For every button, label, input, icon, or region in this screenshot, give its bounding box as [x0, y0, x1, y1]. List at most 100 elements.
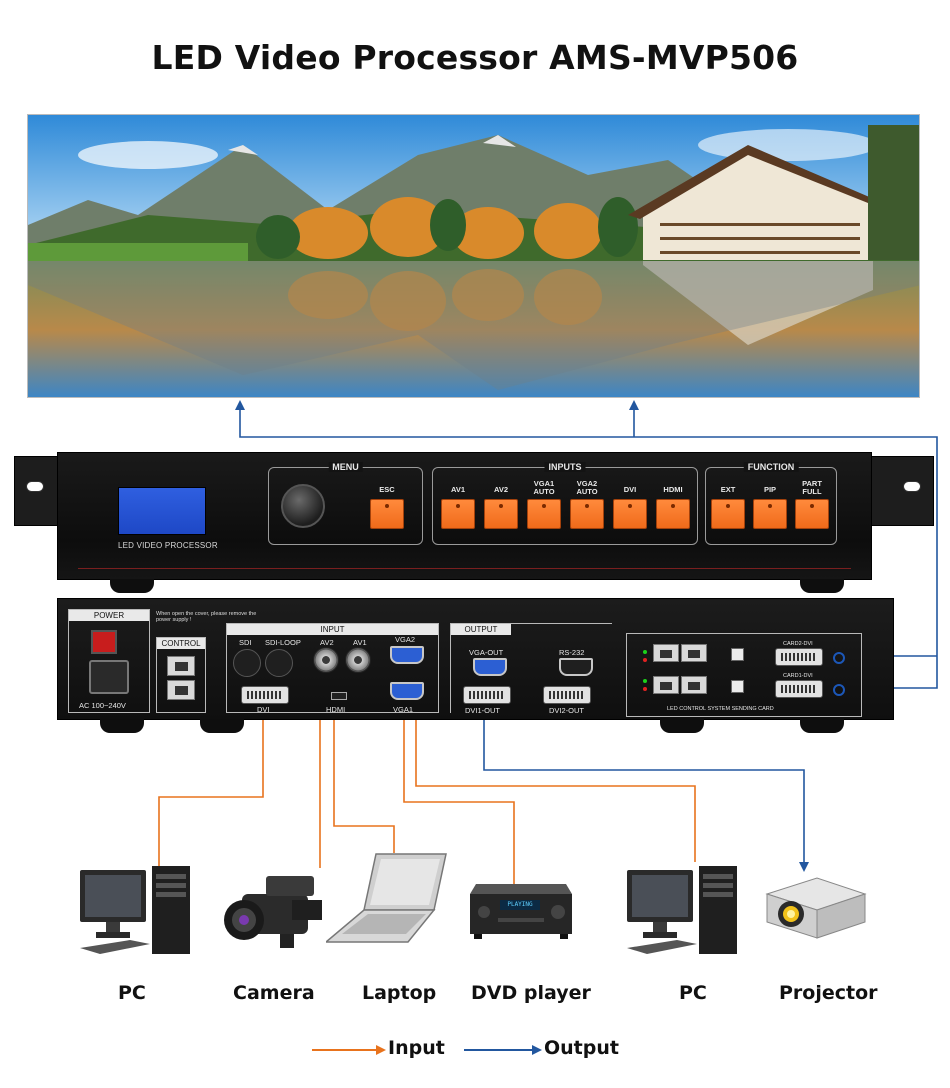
pip-button[interactable] — [753, 499, 787, 529]
dvd-player-icon: PLAYING — [470, 884, 572, 945]
ac-power-socket[interactable] — [89, 660, 129, 694]
legend-input-arrow — [312, 1045, 386, 1055]
vga1-port[interactable] — [390, 682, 424, 700]
card2-dvi-port[interactable] — [775, 648, 823, 666]
pc-right-icon — [627, 866, 742, 963]
camera-icon — [222, 868, 332, 961]
vga1-auto-button[interactable] — [527, 499, 561, 529]
av2-port-label: AV2 — [320, 638, 334, 647]
pc-left-label: PC — [118, 982, 146, 1004]
sdi-port[interactable] — [233, 649, 261, 677]
card2-dvi-label: CARD2-DVI — [783, 641, 813, 647]
input-title: INPUT — [227, 624, 438, 635]
dvi1-out-label: DVI1-OUT — [465, 706, 501, 715]
lcd-display — [118, 487, 206, 535]
sending-card-section: CARD2-DVI CARD1-DVI LED CONTROL SYSTEM S… — [626, 633, 862, 717]
card2-connection-marker — [833, 652, 845, 664]
inputs-title: INPUTS — [544, 462, 586, 472]
front-panel: LED VIDEO PROCESSOR MENU ESC INPUTS AV1 … — [57, 452, 872, 580]
rack-ear-right — [870, 456, 934, 526]
av2-label: AV2 — [493, 485, 509, 494]
card2-ethernet-port-2[interactable] — [681, 644, 707, 662]
dvi-input-port[interactable] — [241, 686, 289, 704]
output-title: OUTPUT — [451, 624, 511, 635]
sdi-loop-port[interactable] — [265, 649, 293, 677]
av1-bnc-port[interactable] — [345, 647, 371, 673]
menu-title: MENU — [328, 462, 363, 472]
pip-label: PIP — [763, 485, 777, 494]
inputs-group: INPUTS AV1 AV2 VGA1 AUTO VGA2 AUTO DVI H… — [432, 462, 698, 545]
status-led — [643, 687, 647, 691]
input-section: INPUT SDI SDI-LOOP AV2 AV1 VGA2 DVI HDMI… — [226, 623, 439, 714]
esc-label: ESC — [379, 485, 395, 494]
laptop-icon — [323, 852, 456, 949]
av1-button[interactable] — [441, 499, 475, 529]
rack-hole — [903, 481, 921, 492]
hdmi-button[interactable] — [656, 499, 690, 529]
rs232-label: RS-232 — [559, 648, 585, 657]
card1-ethernet-port-1[interactable] — [653, 676, 679, 694]
rear-foot — [100, 719, 144, 733]
pc-left-icon — [80, 866, 195, 963]
part-full-button[interactable] — [795, 499, 829, 529]
control-port-upper[interactable] — [167, 656, 195, 676]
dvi2-out-port[interactable] — [543, 686, 591, 704]
dvd-player-label: DVD player — [471, 982, 591, 1004]
vga-out-label: VGA-OUT — [469, 648, 504, 657]
status-led — [643, 650, 647, 654]
pc-right-label: PC — [679, 982, 707, 1004]
menu-knob[interactable] — [281, 484, 325, 528]
card1-connection-marker — [833, 684, 845, 696]
laptop-label: Laptop — [362, 982, 437, 1004]
rear-foot — [200, 719, 244, 733]
lcd-caption: LED VIDEO PROCESSOR — [118, 541, 218, 550]
vga1-auto-label: VGA1 AUTO — [533, 479, 555, 496]
ext-label: EXT — [720, 485, 736, 494]
esc-button[interactable] — [370, 499, 404, 529]
hdmi-port-label: HDMI — [326, 705, 346, 714]
dvi2-out-label: DVI2-OUT — [549, 706, 585, 715]
card1-ethernet-port-2[interactable] — [681, 676, 707, 694]
card1-dvi-port[interactable] — [775, 680, 823, 698]
hdmi-label: HDMI — [663, 485, 683, 494]
rear-panel: POWER AC 100~240V CONTROL When open the … — [57, 598, 894, 720]
page-title: LED Video Processor AMS-MVP506 — [151, 38, 799, 77]
av1-label: AV1 — [450, 485, 466, 494]
dvi-button[interactable] — [613, 499, 647, 529]
ext-button[interactable] — [711, 499, 745, 529]
card1-dvi-label: CARD1-DVI — [783, 673, 813, 679]
projector-label: Projector — [779, 982, 878, 1004]
projector-icon — [757, 874, 867, 949]
vga2-port[interactable] — [390, 646, 424, 664]
rack-ear-left — [14, 456, 59, 526]
dvi-label: DVI — [623, 485, 637, 494]
hdmi-port[interactable] — [331, 692, 347, 700]
dvi1-out-port[interactable] — [463, 686, 511, 704]
av2-bnc-port[interactable] — [313, 647, 339, 673]
function-title: FUNCTION — [743, 462, 799, 472]
dvd-display-text: PLAYING — [507, 901, 533, 908]
status-led — [643, 658, 647, 662]
control-section: CONTROL — [156, 637, 206, 713]
rs232-port[interactable] — [559, 658, 593, 676]
vga-out-port[interactable] — [473, 658, 507, 676]
sdi-label: SDI — [239, 638, 252, 647]
sending-card-caption: LED CONTROL SYSTEM SENDING CARD — [667, 706, 774, 712]
av1-port-label: AV1 — [353, 638, 367, 647]
card2-ethernet-port-1[interactable] — [653, 644, 679, 662]
av2-button[interactable] — [484, 499, 518, 529]
card1-usb-port[interactable] — [731, 680, 744, 693]
warning-text: When open the cover, please remove the p… — [156, 611, 257, 623]
camera-label: Camera — [233, 982, 315, 1004]
output-section: OUTPUT VGA-OUT DVI1-OUT DVI2-OUT RS-232 — [450, 623, 612, 715]
control-title: CONTROL — [157, 638, 205, 649]
power-switch[interactable] — [91, 630, 117, 654]
card2-usb-port[interactable] — [731, 648, 744, 661]
vga1-port-label: VGA1 — [393, 705, 414, 714]
control-port-lower[interactable] — [167, 680, 195, 700]
output-wire-projector — [483, 700, 805, 864]
front-panel-trim — [78, 568, 851, 569]
rear-foot — [660, 719, 704, 733]
menu-group: MENU ESC — [268, 462, 423, 545]
vga2-auto-button[interactable] — [570, 499, 604, 529]
